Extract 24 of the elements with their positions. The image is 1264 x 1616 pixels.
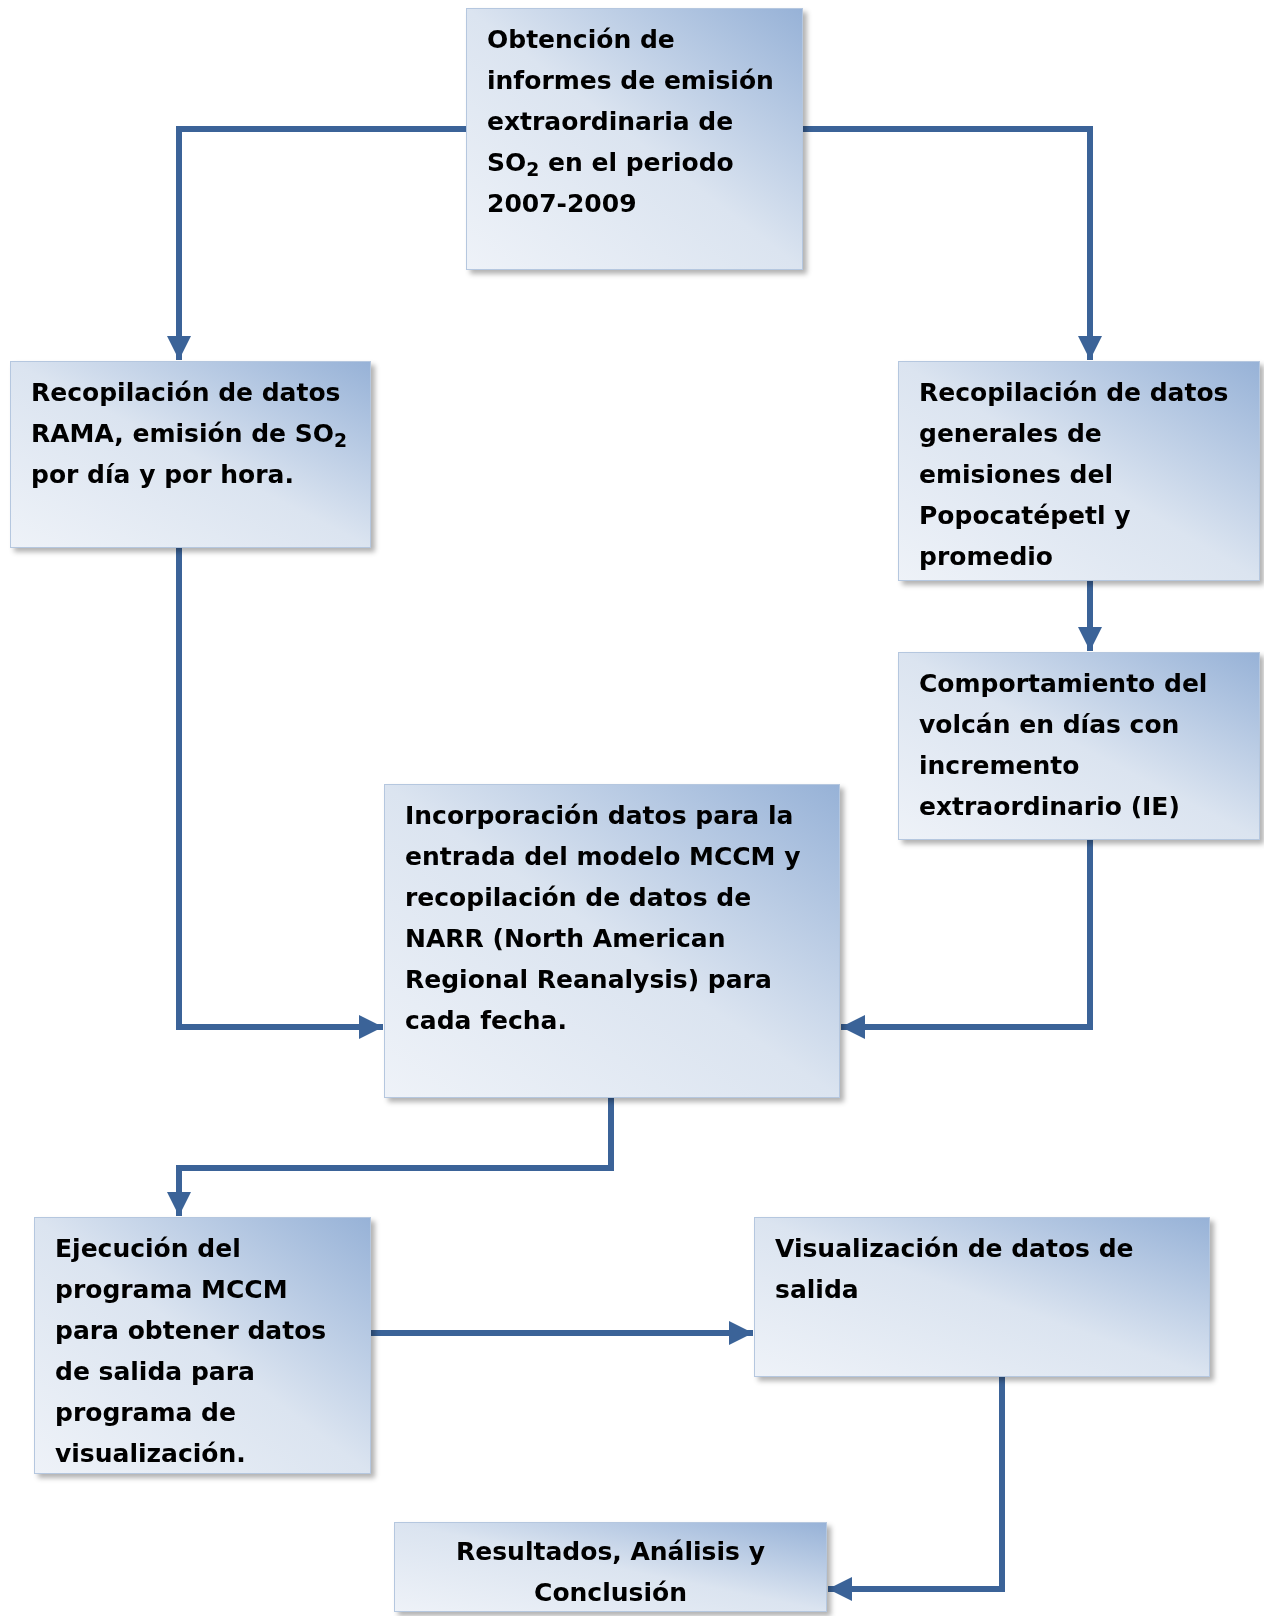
arrow bbox=[828, 1377, 1005, 1601]
box-text: Ejecución del programa MCCM para obtener datos de salida para programa de visualización. bbox=[55, 1233, 328, 1470]
box-text: Visualización de datos de salida bbox=[775, 1233, 1135, 1306]
process-box bbox=[384, 784, 840, 1098]
process-box bbox=[34, 1217, 371, 1474]
process-box bbox=[754, 1217, 1210, 1377]
box-text: Incorporación datos para la entrada del modelo MCCM y recopilación de datos de NARR (North American Regional Reanalysis) para cada fecha. bbox=[405, 800, 802, 1037]
process-box bbox=[10, 361, 371, 548]
box-text: Recopilación de datos generales de emisiones del Popocatépetl y promedio bbox=[919, 377, 1230, 573]
arrow bbox=[167, 126, 466, 360]
arrow bbox=[371, 1321, 753, 1345]
arrow bbox=[167, 1098, 614, 1216]
box-text: Recopilación de datos RAMA, emisión de SO$_{2}$ por día y por hora. bbox=[31, 377, 349, 491]
process-box bbox=[898, 361, 1260, 581]
arrow bbox=[803, 126, 1102, 360]
arrow bbox=[841, 840, 1093, 1039]
box-text: Comportamiento del volcán en días con incremento extraordinario (IE) bbox=[919, 668, 1209, 823]
process-box bbox=[898, 652, 1260, 840]
process-box bbox=[394, 1522, 827, 1612]
arrow bbox=[176, 548, 383, 1039]
arrow bbox=[1078, 581, 1102, 651]
process-box bbox=[466, 8, 803, 270]
box-text: Obtención de informes de emisión extraordinaria de SO$_{2}$ en el periodo 2007-2009 bbox=[487, 24, 775, 220]
box-text: Resultados, Análisis y Conclusión bbox=[455, 1536, 766, 1609]
